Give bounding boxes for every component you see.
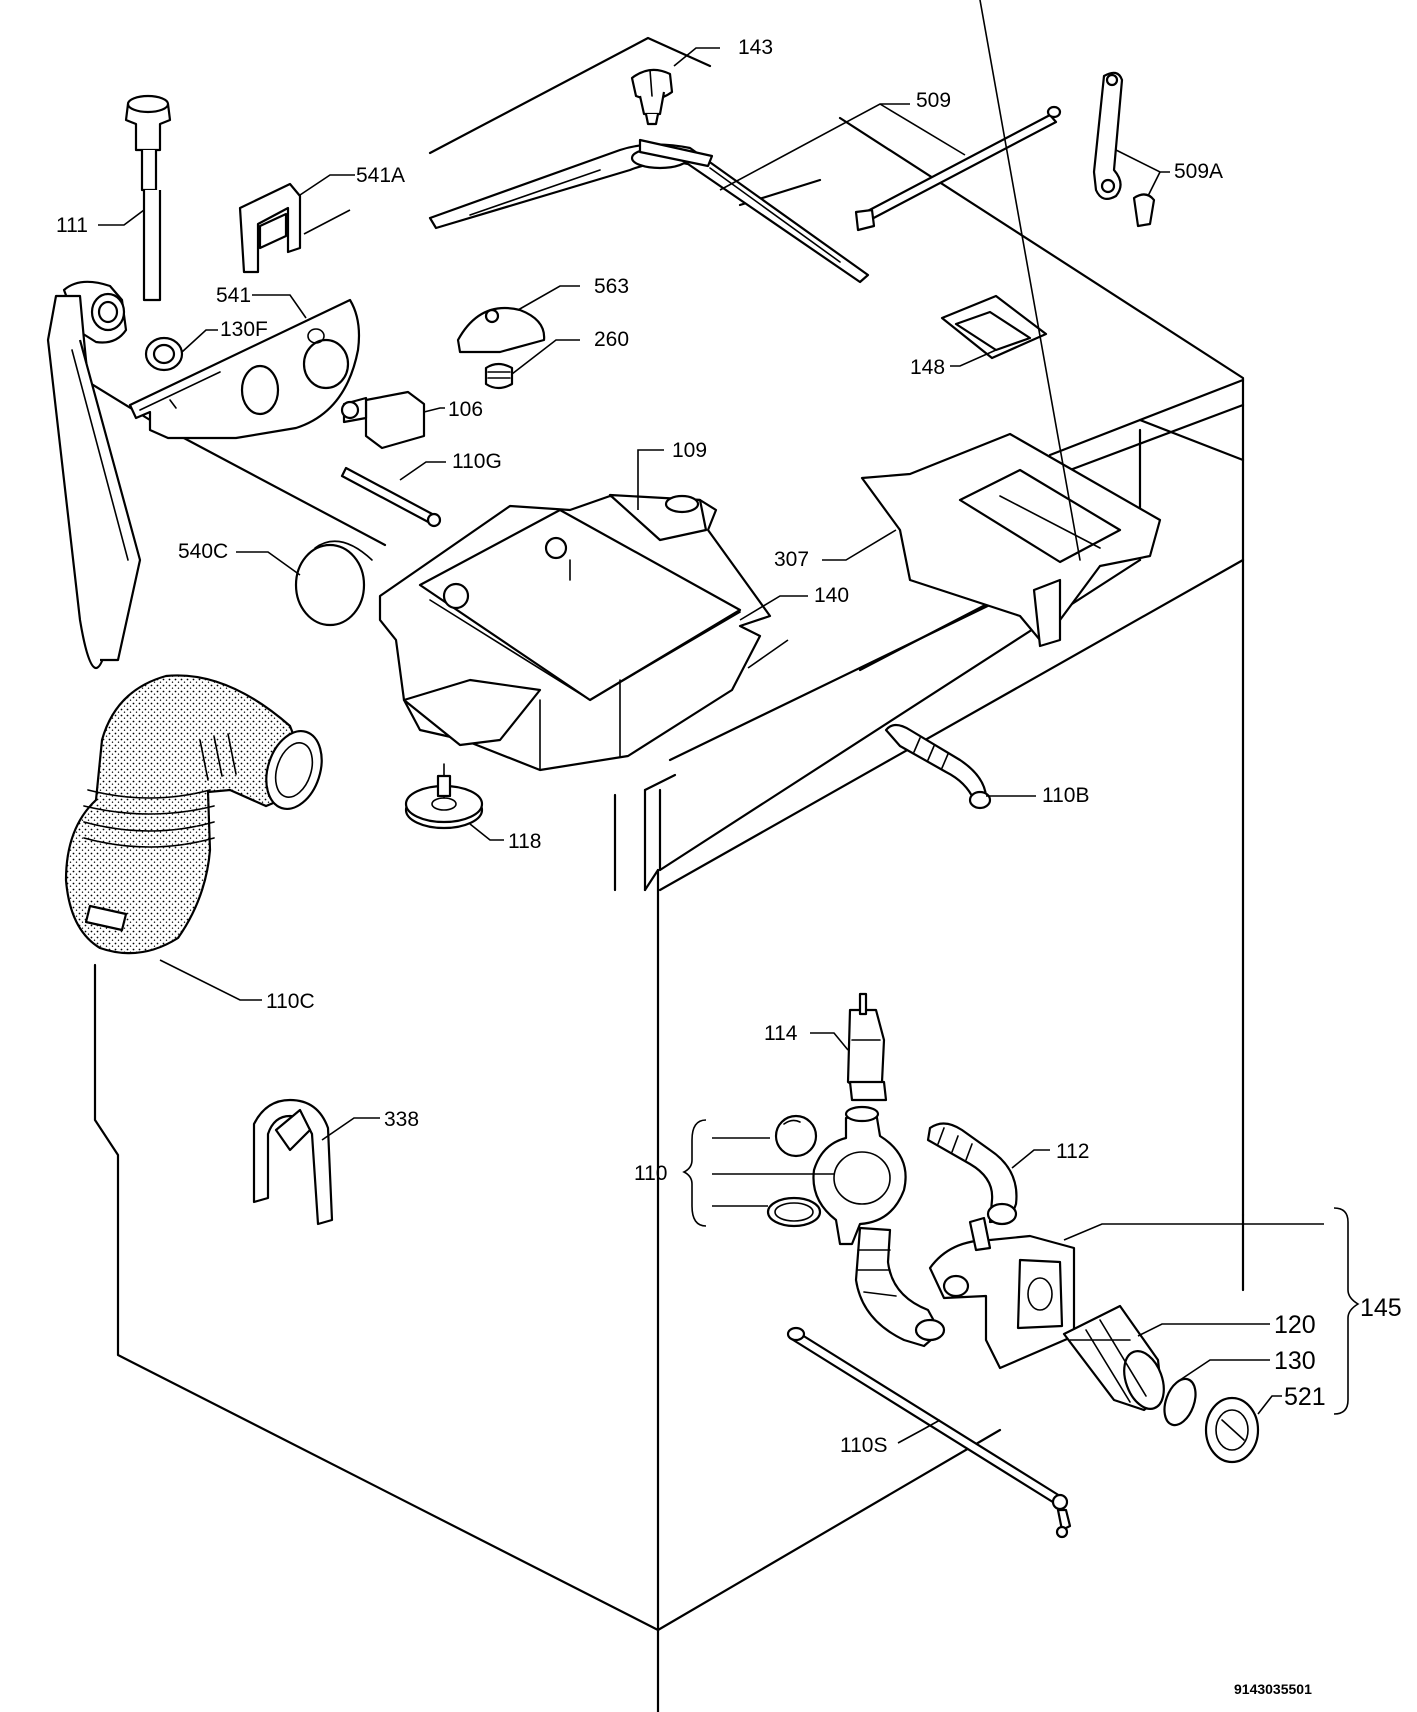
part-509a-lever [1092, 71, 1170, 228]
label-114: 114 [764, 1022, 798, 1045]
label-338: 338 [384, 1108, 419, 1131]
label-130: 130 [1274, 1347, 1316, 1375]
part-540c-ring [236, 540, 373, 627]
part-118-gear [404, 763, 504, 841]
part-112-hose [926, 1122, 1050, 1226]
part-130-o-ring [1163, 1359, 1270, 1427]
label-509: 509 [916, 89, 951, 112]
part-130f-seal [144, 329, 218, 372]
label-120: 120 [1274, 1311, 1316, 1339]
label-509a: 509A [1174, 160, 1223, 183]
part-110b-hose [884, 723, 1036, 810]
label-111: 111 [56, 214, 88, 237]
cabinet-outline [83, 36, 1245, 1712]
part-260-spring [484, 339, 580, 390]
label-110b: 110B [1042, 784, 1090, 807]
label-118: 118 [508, 830, 541, 853]
part-145-pump-assembly [854, 1207, 1360, 1415]
label-112: 112 [1056, 1140, 1089, 1163]
part-110-valve-assembly [682, 1105, 907, 1246]
label-563: 563 [594, 275, 629, 298]
label-145: 145 [1360, 1294, 1402, 1322]
label-130f: 130F [220, 318, 268, 341]
part-106-holder [340, 390, 445, 450]
label-307: 307 [774, 548, 809, 571]
part-110g-rod [340, 461, 446, 528]
label-260: 260 [594, 328, 629, 351]
part-110c-bellows-hose [64, 674, 323, 1001]
part-114-air-chamber [810, 992, 888, 1102]
label-110s: 110S [840, 1434, 888, 1457]
part-148-lid [940, 294, 1048, 367]
label-521: 521 [1284, 1383, 1326, 1411]
label-148: 148 [910, 356, 945, 379]
part-307-drawer [822, 0, 1162, 648]
part-509-spider-arm [428, 103, 1062, 284]
label-110: 110 [634, 1162, 667, 1185]
part-541-bracket [128, 294, 361, 440]
label-109: 109 [672, 439, 707, 462]
document-number: 9143035501 [1234, 1681, 1312, 1697]
part-338-hose-guide [252, 1098, 380, 1226]
label-540c: 540C [178, 540, 228, 563]
part-143-knob [630, 47, 720, 126]
label-143: 143 [738, 36, 773, 59]
label-541a: 541A [356, 164, 405, 187]
part-labels: 143 509 509A 111 541A 541 130F 563 260 1… [56, 36, 1402, 1697]
label-106: 106 [448, 398, 483, 421]
part-563-cover [456, 285, 580, 354]
part-110s-rod [786, 1326, 1072, 1539]
label-541: 541 [216, 284, 251, 307]
part-109-dispenser-housing [378, 449, 808, 772]
part-111-inlet-hose [46, 94, 172, 670]
label-110c: 110C [266, 990, 315, 1013]
label-140: 140 [814, 584, 849, 607]
part-521-cap [1204, 1395, 1282, 1464]
part-120-filter [1062, 1304, 1270, 1412]
label-110g: 110G [452, 450, 502, 473]
part-541a-clip [238, 174, 355, 274]
